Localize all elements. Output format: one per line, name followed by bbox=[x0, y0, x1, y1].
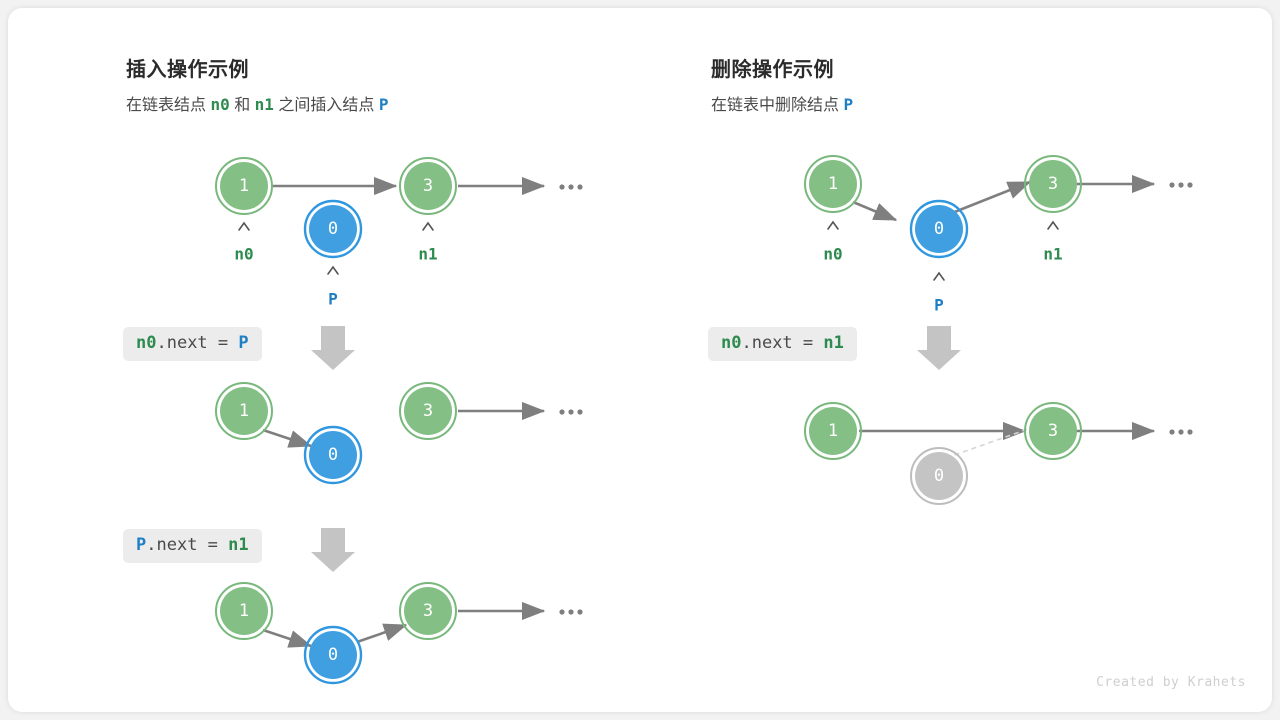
pointer-label-n1-row1: n1 bbox=[418, 245, 437, 264]
node-value-n0-row2: 1 bbox=[239, 401, 249, 421]
pointer-label-n0-row1: n0 bbox=[234, 245, 253, 264]
insert-code-n0-next-eq-p: n0.next = P bbox=[123, 327, 262, 361]
edge-p-to-n1-row3 bbox=[356, 623, 408, 644]
ellipsis-row2 bbox=[559, 409, 583, 415]
node-value-n0-del-row2: 1 bbox=[828, 421, 838, 441]
pointer-label-p-del-row1: P bbox=[934, 296, 944, 315]
subtitle-text-1: 和 bbox=[234, 97, 251, 114]
node-n0-del-row1: 1 bbox=[804, 155, 862, 213]
node-value-n0-row3: 1 bbox=[239, 601, 249, 621]
delete-subtitle-text-0: 在链表中删除结点 bbox=[711, 97, 840, 114]
delete-code-token-n1: n1 bbox=[823, 333, 844, 353]
subtitle-token-p: P bbox=[378, 95, 389, 114]
node-n1-row3: 3 bbox=[399, 582, 457, 640]
edge-n0-to-p-del-row1 bbox=[852, 200, 898, 222]
caret-p-row1 bbox=[327, 265, 339, 275]
node-n1-row1: 3 bbox=[399, 157, 457, 215]
node-n1-del-row2: 3 bbox=[1024, 402, 1082, 460]
edge-n0-to-p-row3 bbox=[262, 628, 313, 648]
node-p-del-row1: 0 bbox=[909, 199, 969, 259]
ellipsis-row1 bbox=[559, 184, 583, 190]
node-n0-row1: 1 bbox=[215, 157, 273, 215]
node-p-row1: 0 bbox=[303, 199, 363, 259]
delete-panel-subtitle: 在链表中删除结点 P bbox=[711, 91, 853, 115]
down-arrow-step2 bbox=[311, 528, 355, 572]
edge-n0-to-p-row2 bbox=[262, 428, 313, 448]
node-value-n1-row2: 3 bbox=[423, 401, 433, 421]
node-p-row2: 0 bbox=[303, 425, 363, 485]
node-value-p-row3: 0 bbox=[328, 645, 338, 665]
node-value-p-del-row1: 0 bbox=[934, 219, 944, 239]
code-token-n0: n0 bbox=[136, 333, 157, 353]
delete-code-token-n0: n0 bbox=[721, 333, 742, 353]
caret-n1-row1 bbox=[422, 221, 434, 231]
delete-code-token-next-eq: .next = bbox=[741, 333, 824, 353]
code-token-p: P bbox=[238, 333, 249, 353]
node-value-p-row1: 0 bbox=[328, 219, 338, 239]
panel-insert: 插入操作示例 在链表结点 n0 和 n1 之间插入结点 P n0.next = … bbox=[8, 8, 608, 712]
node-value-n0-row1: 1 bbox=[239, 176, 249, 196]
code-token-next-eq: .next = bbox=[156, 333, 239, 353]
credit-text: Created by Krahets bbox=[1096, 675, 1246, 690]
node-n0-row3: 1 bbox=[215, 582, 273, 640]
edge-p-to-n1-del-row1 bbox=[941, 180, 1032, 219]
node-p-row3: 0 bbox=[303, 625, 363, 685]
node-value-n1-del-row1: 3 bbox=[1048, 174, 1058, 194]
ellipsis-row3 bbox=[559, 609, 583, 615]
subtitle-token-n1: n1 bbox=[254, 95, 274, 114]
subtitle-text-0: 在链表结点 bbox=[126, 97, 207, 114]
subtitle-text-2: 之间插入结点 bbox=[278, 97, 375, 114]
code-token-p2: P bbox=[136, 535, 147, 555]
node-p-deleted-del-row2: 0 bbox=[910, 447, 968, 505]
node-n0-row2: 1 bbox=[215, 382, 273, 440]
node-value-p-deleted: 0 bbox=[934, 466, 944, 486]
panel-delete: 删除操作示例 在链表中删除结点 P n0.next = n1 bbox=[593, 8, 1213, 712]
delete-diagram-svg: 1 n0 0 P 3 n1 bbox=[804, 155, 1193, 505]
delete-code-n0-next-eq-n1: n0.next = n1 bbox=[708, 327, 857, 361]
delete-panel-title: 删除操作示例 bbox=[711, 59, 834, 81]
subtitle-token-n0: n0 bbox=[210, 95, 230, 114]
pointer-label-n1-del-row1: n1 bbox=[1043, 245, 1062, 264]
ellipsis-del-row2 bbox=[1169, 429, 1193, 435]
node-n0-del-row2: 1 bbox=[804, 402, 862, 460]
insert-code-p-next-eq-n1: P.next = n1 bbox=[123, 529, 262, 563]
down-arrow-step1 bbox=[311, 326, 355, 370]
node-value-p-row2: 0 bbox=[328, 445, 338, 465]
node-value-n1-row1: 3 bbox=[423, 176, 433, 196]
diagram-card: 插入操作示例 在链表结点 n0 和 n1 之间插入结点 P n0.next = … bbox=[8, 8, 1272, 712]
caret-n0-del-row1 bbox=[827, 220, 839, 230]
node-value-n1-del-row2: 3 bbox=[1048, 421, 1058, 441]
code-token-next-eq2: .next = bbox=[146, 535, 229, 555]
node-value-n1-row3: 3 bbox=[423, 601, 433, 621]
down-arrow-del-step1 bbox=[917, 326, 961, 370]
node-n1-del-row1: 3 bbox=[1024, 155, 1082, 213]
edge-dangling-p-to-n1 bbox=[945, 427, 1032, 459]
code-token-n1: n1 bbox=[228, 535, 249, 555]
pointer-label-n0-del-row1: n0 bbox=[823, 245, 842, 264]
ellipsis-del-row1 bbox=[1169, 182, 1193, 188]
caret-n0-row1 bbox=[238, 221, 250, 231]
caret-p-del-row1 bbox=[933, 271, 945, 281]
insert-panel-subtitle: 在链表结点 n0 和 n1 之间插入结点 P bbox=[126, 91, 388, 115]
node-n1-row2: 3 bbox=[399, 382, 457, 440]
pointer-label-p-row1: P bbox=[328, 290, 338, 309]
delete-subtitle-token-p: P bbox=[843, 95, 854, 114]
caret-n1-del-row1 bbox=[1047, 220, 1059, 230]
node-value-n0-del-row1: 1 bbox=[828, 174, 838, 194]
insert-diagram-svg: 1 n0 0 P 3 n1 bbox=[215, 157, 583, 685]
insert-panel-title: 插入操作示例 bbox=[126, 59, 249, 81]
